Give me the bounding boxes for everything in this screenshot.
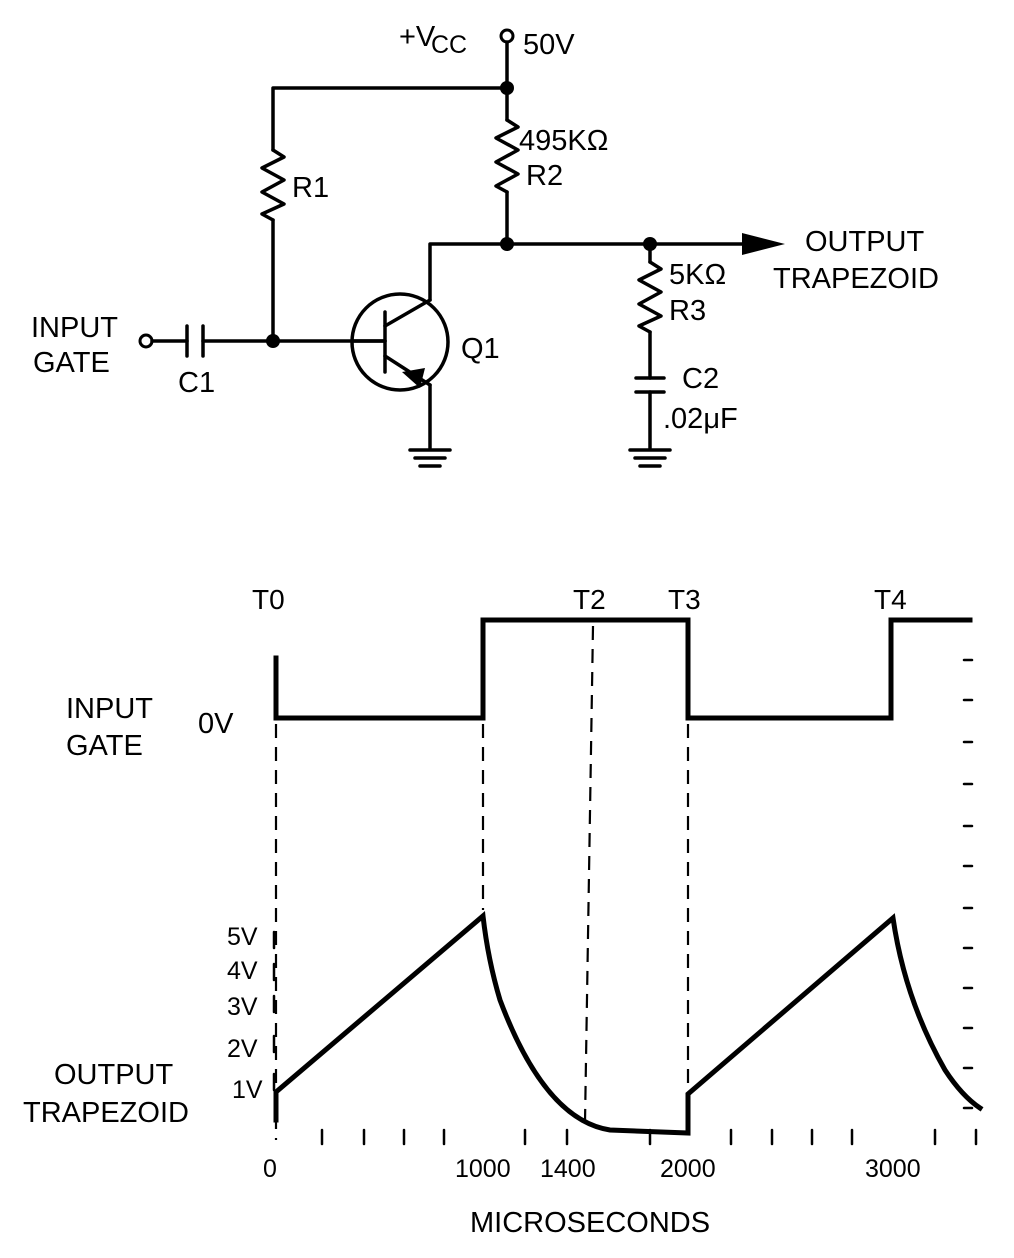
y-tick-1v: 1V: [232, 1076, 263, 1104]
r3-label: R3: [669, 295, 706, 327]
input-terminal: [138, 333, 154, 349]
circuit-output-label-line1: OUTPUT: [805, 226, 925, 258]
timing-input-label-line1: INPUT: [66, 693, 153, 725]
x-tick-2000: 2000: [660, 1155, 716, 1183]
r3-value: 5KΩ: [669, 259, 726, 291]
r1-label: R1: [292, 172, 329, 204]
zero-volt-label: 0V: [198, 708, 234, 740]
timing-output-label-line1: OUTPUT: [54, 1059, 174, 1091]
circuit-output-label-line2: TRAPEZOID: [773, 263, 939, 295]
marker-t0: T0: [252, 584, 285, 615]
y-tick-5v: 5V: [227, 923, 258, 951]
c2-label: C2: [682, 363, 719, 395]
junction-dot: [266, 334, 280, 348]
resistor-r2: [494, 118, 520, 194]
y-tick-3v: 3V: [227, 993, 258, 1021]
x-tick-0: 0: [263, 1155, 277, 1183]
x-tick-3000: 3000: [865, 1155, 921, 1183]
q1-label: Q1: [461, 333, 500, 365]
ground-icon: [408, 448, 452, 468]
t2-dashed-line: [583, 625, 595, 1123]
wire: [271, 86, 509, 152]
transistor-q1: [350, 292, 450, 392]
marker-t3: T3: [668, 584, 701, 615]
c2-value: .02μF: [663, 403, 738, 435]
timing-input-label-line2: GATE: [66, 730, 143, 762]
right-dash-column: [962, 658, 974, 1110]
junction-dot: [500, 237, 514, 251]
vcc-value: 50V: [523, 29, 575, 61]
marker-t4: T4: [874, 584, 907, 615]
y-tick-4v: 4V: [227, 957, 258, 985]
output-arrow-icon: [742, 233, 785, 255]
timing-output-label-line2: TRAPEZOID: [23, 1097, 189, 1129]
vcc-terminal: [499, 28, 515, 44]
vcc-subscript: CC: [431, 31, 467, 59]
resistor-r3: [637, 260, 663, 334]
r2-value: 495KΩ: [519, 125, 608, 157]
input-gate-waveform: [273, 617, 973, 721]
wire: [428, 242, 652, 302]
timing-diagram: T0 T2 T3 T4 INPUT GATE 0V OUTPUT TRAPEZO…: [23, 584, 984, 1239]
x-tick-1400: 1400: [540, 1155, 596, 1183]
resistor-r1: [260, 148, 286, 222]
ground-icon: [628, 448, 672, 468]
vcc-label: +V: [399, 21, 436, 53]
marker-t2: T2: [573, 584, 606, 615]
y-tick-2v: 2V: [227, 1035, 258, 1063]
x-tick-1000: 1000: [455, 1155, 511, 1183]
r2-label: R2: [526, 160, 563, 192]
output-trapezoid-waveform: [273, 911, 984, 1136]
circuit-input-label-line2: GATE: [33, 347, 110, 379]
circuit-input-label-line1: INPUT: [31, 312, 118, 344]
x-axis-ticks: [320, 1128, 978, 1146]
x-axis-label: MICROSECONDS: [470, 1207, 710, 1239]
c1-label: C1: [178, 367, 215, 399]
circuit-schematic: +V CC 50V R1 495KΩ R2 5KΩ R3 C1 C2 .02μF…: [31, 21, 939, 468]
